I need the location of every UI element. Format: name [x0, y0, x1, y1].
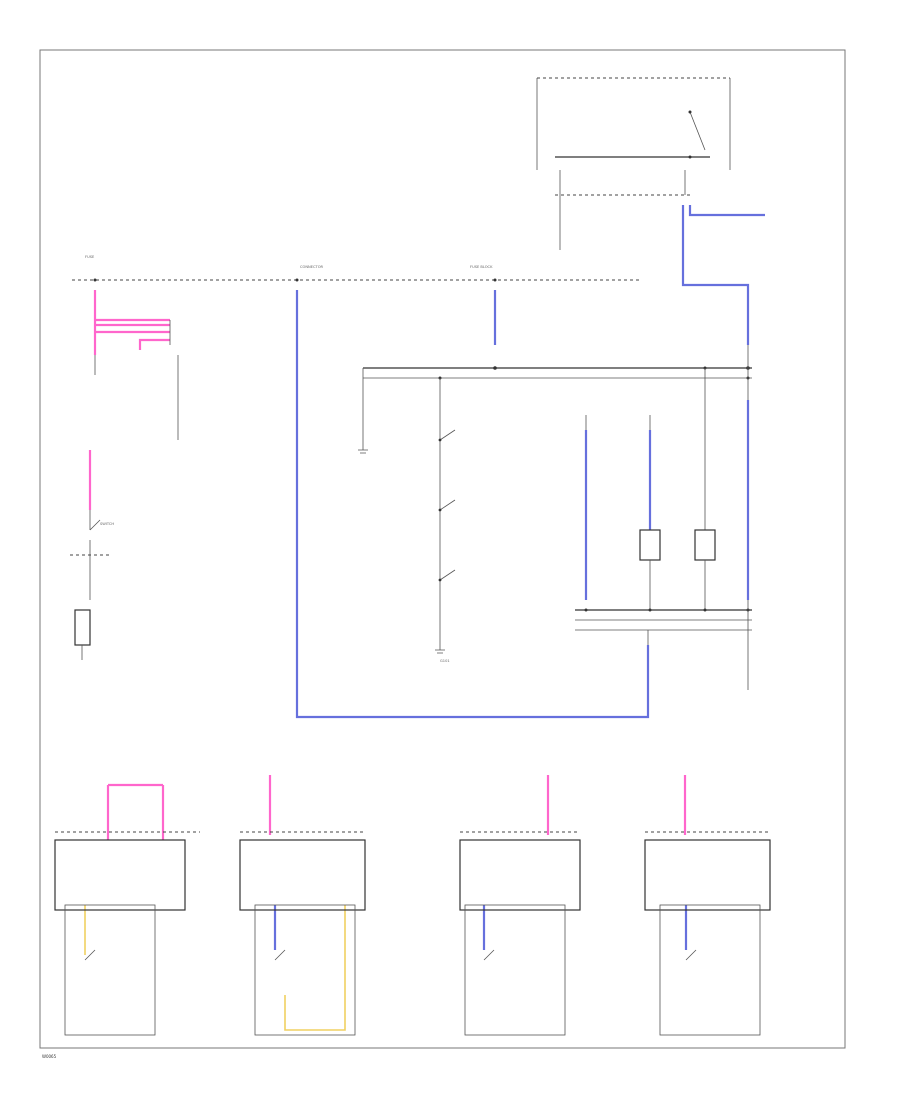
wire-blue-right [681, 205, 750, 345]
bottom-module-3 [459, 831, 581, 1036]
left-column [70, 320, 179, 660]
center-switches [438, 429, 456, 582]
diagram-code: W0065 [42, 1054, 57, 1059]
right-module [575, 385, 752, 690]
top-switch-box [536, 77, 731, 250]
bottom-module-2 [239, 831, 366, 1036]
bottom-module-4 [644, 831, 771, 1036]
label-connector: CONNECTOR [300, 265, 324, 269]
wire-yellow-b2 [284, 905, 346, 1031]
ground-left-center [358, 449, 368, 454]
ground-center [435, 649, 445, 654]
label-fuse-center: FUSE BLOCK [470, 265, 493, 269]
label-fuse-top: FUSE [85, 255, 95, 259]
center-bus [362, 345, 752, 650]
diagram-frame [39, 49, 846, 1049]
wire-blue-main [295, 290, 650, 719]
wire-blue-top [688, 205, 765, 217]
label-ground: G101 [440, 659, 450, 663]
wire-pink-left-top [93, 290, 170, 355]
wire-pink-b1 [106, 783, 165, 840]
label-switch: SWITCH [100, 522, 114, 526]
bottom-module-1 [54, 831, 200, 1036]
